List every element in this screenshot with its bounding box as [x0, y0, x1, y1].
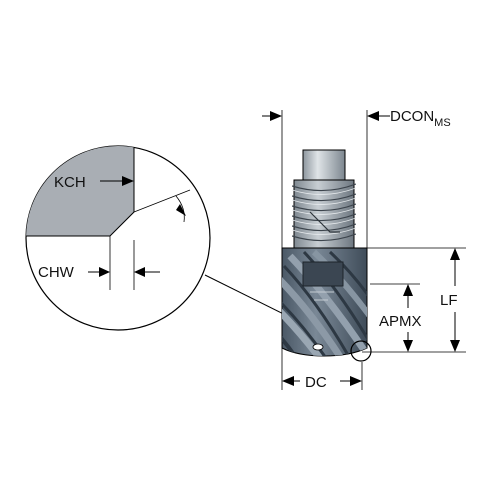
- dcon-dimension: DCONMS: [262, 108, 451, 248]
- lf-dimension: LF: [362, 247, 466, 353]
- kch-dimension: KCH: [54, 174, 134, 191]
- apmx-label: APMX: [379, 313, 422, 330]
- kch-label: KCH: [54, 174, 86, 191]
- dc-dimension: DC: [281, 348, 363, 391]
- apmx-dimension: APMX: [370, 283, 422, 352]
- end-mill-tool: [281, 149, 372, 362]
- dc-label: DC: [305, 374, 327, 391]
- chw-label: CHW: [38, 264, 75, 281]
- detail-circle: [25, 145, 211, 331]
- detail-callout-circle: [350, 340, 372, 362]
- dcon-label: DCONMS: [390, 108, 451, 129]
- chw-dimension: CHW: [38, 264, 160, 281]
- lf-label: LF: [440, 292, 458, 309]
